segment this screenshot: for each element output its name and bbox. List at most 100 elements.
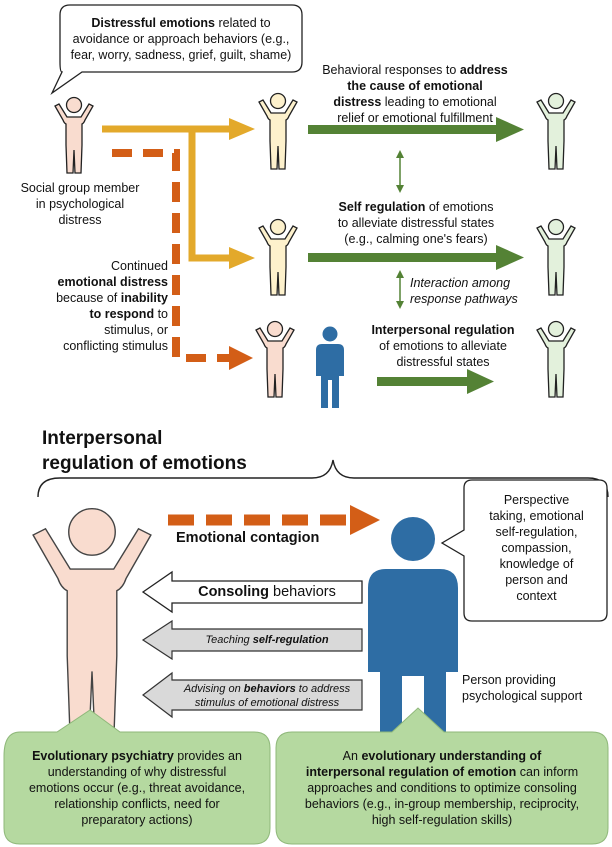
self-regulation-term-2: self-regulation: [252, 634, 329, 646]
evolutionary-understanding-text: An evolutionary understanding of interpe…: [278, 748, 606, 828]
address-response-figure: [258, 92, 298, 170]
box-left-line2: understanding of why distressful: [47, 765, 227, 779]
social-member-line2: in psychological: [35, 197, 125, 211]
social-member-line1: Social group member: [20, 181, 140, 195]
top-speech-bubble: [50, 4, 303, 95]
top-bubble-line2: avoidance or approach behaviors (e.g.,: [72, 32, 290, 46]
advising-line2: stimulus of emotional distress: [194, 697, 340, 709]
evolutionary-understanding-term: evolutionary understanding of: [361, 749, 542, 763]
top-bubble-line3: fear, worry, sadness, grief, guilt, sham…: [70, 48, 292, 62]
behaviors-term: behaviors: [243, 683, 296, 695]
self-line1: of emotions: [425, 200, 494, 214]
relief-figure-top: [536, 92, 576, 170]
section-title-line1: Interpersonal: [42, 428, 163, 449]
supporter-speech-bubble: [440, 479, 608, 622]
bottom-green-boxes: [3, 707, 609, 845]
emotional-distress-term: emotional distress: [57, 275, 168, 289]
orange-dashed-arrows: [112, 149, 253, 370]
bubble-line: person and: [505, 573, 568, 587]
continued-distress-text: Continued emotional distress because of …: [40, 258, 168, 354]
self-regulation-figure: [258, 218, 298, 296]
bubble-line: compassion,: [501, 541, 572, 555]
social-member-label: Social group member in psychological dis…: [10, 180, 150, 228]
self-regulation-text: Self regulation of emotions to alleviate…: [318, 199, 514, 247]
consoling-term: Consoling: [198, 584, 269, 600]
small-supporter-figure: [316, 326, 344, 408]
bubble-line: context: [516, 589, 557, 603]
teaching-label: Teaching self-regulation: [172, 633, 362, 647]
supporter-line1: Person providing: [462, 673, 556, 687]
box-left-line4: relationship conflicts, need for: [54, 797, 220, 811]
advising-rest: to address: [295, 683, 351, 695]
yellow-arrows: [102, 118, 255, 269]
continued-line3: because of: [56, 291, 118, 305]
continued-line6: conflicting stimulus: [63, 339, 168, 353]
box-right-line3: approaches and conditions to optimize co…: [307, 781, 577, 795]
teaching-pre: Teaching: [205, 634, 253, 646]
contagion-arrow: [168, 505, 380, 535]
continued-distress-figure: [255, 320, 295, 398]
advising-pre: Advising on: [183, 683, 244, 695]
box-right-line5: high self-regulation skills): [371, 813, 513, 827]
social-member-line3: distress: [58, 213, 102, 227]
box-left-line1: provides an: [173, 749, 242, 763]
address-pathway-text: Behavioral responses to address the caus…: [300, 62, 530, 126]
interpersonal-regulation-term: interpersonal regulation of emotion: [305, 765, 517, 779]
contagion-label: Emotional contagion: [176, 530, 320, 546]
top-bubble-line1: related to: [215, 16, 271, 30]
large-supporter-figure: [368, 517, 458, 754]
interaction-line2: response pathways: [410, 292, 518, 306]
self-line3: (e.g., calming one's fears): [344, 232, 488, 246]
evolutionary-psychiatry-term: Evolutionary psychiatry: [32, 749, 174, 763]
interpersonal-line3: distressful states: [396, 355, 490, 369]
advising-label: Advising on behaviors to address stimulu…: [172, 682, 362, 710]
address-line1: Behavioral responses to: [322, 63, 457, 77]
interpersonal-term: Interpersonal regulation: [371, 323, 515, 337]
continued-line5: stimulus, or: [104, 323, 168, 337]
continued-line4: to: [154, 307, 168, 321]
evolutionary-psychiatry-text: Evolutionary psychiatry provides an unde…: [6, 748, 268, 828]
distressful-emotions-term: Distressful emotions: [91, 16, 216, 30]
consoling-arrow: [141, 570, 363, 614]
box-right-line4: behaviors (e.g., in-group membership, re…: [304, 797, 580, 811]
self-line2: to alleviate distressful states: [337, 216, 495, 230]
interpersonal-line2: of emotions to alleviate: [379, 339, 507, 353]
box-right-line2: can inform: [516, 765, 579, 779]
advising-arrow: [142, 671, 363, 719]
self-regulation-term: Self regulation: [338, 200, 426, 214]
supporter-line2: psychological support: [462, 689, 583, 703]
distressed-member-figure: [54, 96, 94, 174]
bubble-line: self-regulation,: [495, 525, 578, 539]
distress-term: distress: [333, 95, 382, 109]
top-bubble-text: Distressful emotions related to avoidanc…: [62, 15, 300, 63]
relief-figure-bottom: [536, 320, 576, 398]
box-right-pre: An: [342, 749, 362, 763]
interaction-line1: Interaction among: [410, 276, 511, 290]
address-line4: relief or emotional fulfillment: [337, 111, 493, 125]
inability-term: inability: [120, 291, 168, 305]
section-title: Interpersonal regulation of emotions: [42, 426, 342, 476]
address-line3: leading to emotional: [381, 95, 497, 109]
interpersonal-pathway-text: Interpersonal regulation of emotions to …: [358, 322, 528, 370]
consoling-rest: behaviors: [268, 584, 336, 600]
address-term: address: [459, 63, 508, 77]
address-line2: the cause of emotional: [347, 79, 483, 93]
section-title-line2: regulation of emotions: [42, 453, 247, 474]
section-brace: [37, 459, 609, 498]
continued-line1: Continued: [111, 259, 168, 273]
bubble-line: Perspective: [503, 493, 570, 507]
green-arrows: [308, 117, 524, 394]
to-respond-term: to respond: [89, 307, 155, 321]
bubble-line: taking, emotional: [489, 509, 584, 523]
interaction-label: Interaction among response pathways: [410, 275, 550, 307]
box-left-line3: emotions occur (e.g., threat avoidance,: [28, 781, 246, 795]
box-left-line5: preparatory actions): [81, 813, 193, 827]
large-distressed-figure: [31, 507, 153, 745]
consoling-label: Consoling behaviors: [172, 584, 362, 601]
supporter-label: Person providing psychological support: [462, 672, 610, 704]
teaching-arrow: [141, 619, 363, 661]
supporter-bubble-text: Perspective taking, emotional self-regul…: [466, 492, 607, 604]
bubble-line: knowledge of: [499, 557, 574, 571]
